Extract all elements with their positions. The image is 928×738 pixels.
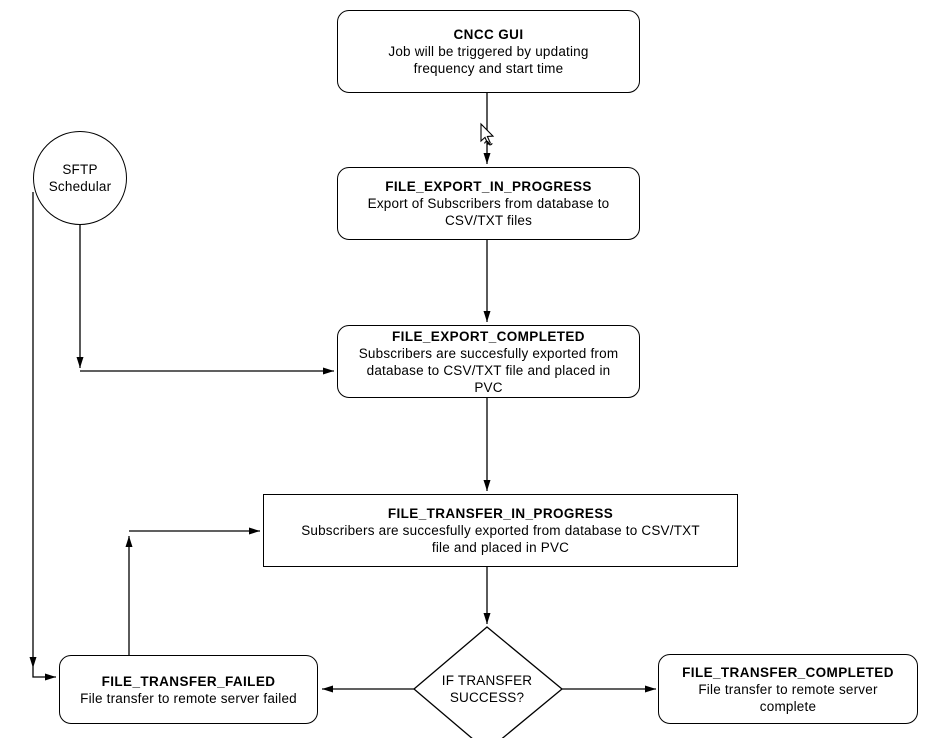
node-file-transfer-in-progress-title: FILE_TRANSFER_IN_PROGRESS [387, 506, 614, 521]
node-file-transfer-failed-body: File transfer to remote server failed [80, 690, 297, 706]
node-cncc-gui[interactable]: CNCC GUI Job will be triggered by updati… [337, 10, 640, 93]
node-file-export-in-progress[interactable]: FILE_EXPORT_IN_PROGRESS Export of Subscr… [337, 167, 640, 240]
node-file-export-completed-body: Subscribers are succesfully exported fro… [358, 345, 619, 395]
mouse-cursor-icon [480, 122, 495, 146]
node-file-transfer-completed-title: FILE_TRANSFER_COMPLETED [682, 664, 894, 680]
node-cncc-gui-body: Job will be triggered by updating freque… [388, 44, 589, 76]
decision-diamond[interactable] [412, 626, 564, 738]
node-file-transfer-completed-body: File transfer to remote server complete [698, 681, 878, 714]
node-file-export-completed-title: FILE_EXPORT_COMPLETED [392, 328, 585, 344]
node-file-transfer-in-progress[interactable]: FILE_TRANSFER_IN_PROGRESS Subscribers ar… [263, 494, 738, 567]
node-file-export-in-progress-body: Export of Subscribers from database to C… [367, 196, 610, 228]
node-file-transfer-in-progress-body: Subscribers are succesfully exported fro… [301, 523, 700, 555]
node-file-export-completed[interactable]: FILE_EXPORT_COMPLETED Subscribers are su… [337, 325, 640, 398]
decision-label: IF TRANSFER SUCCESS? [441, 673, 533, 705]
edge-sftp-to-transfer-failed [32, 668, 56, 681]
node-file-transfer-failed-title: FILE_TRANSFER_FAILED [101, 673, 276, 689]
node-sftp-schedular-label: SFTP Schedular [48, 162, 112, 194]
node-cncc-gui-title: CNCC GUI [453, 27, 524, 42]
node-sftp-schedular[interactable]: SFTP Schedular [33, 131, 127, 225]
node-file-export-in-progress-title: FILE_EXPORT_IN_PROGRESS [385, 179, 592, 194]
node-file-transfer-failed[interactable]: FILE_TRANSFER_FAILED File transfer to re… [59, 655, 318, 724]
node-file-transfer-completed[interactable]: FILE_TRANSFER_COMPLETED File transfer to… [658, 654, 918, 724]
